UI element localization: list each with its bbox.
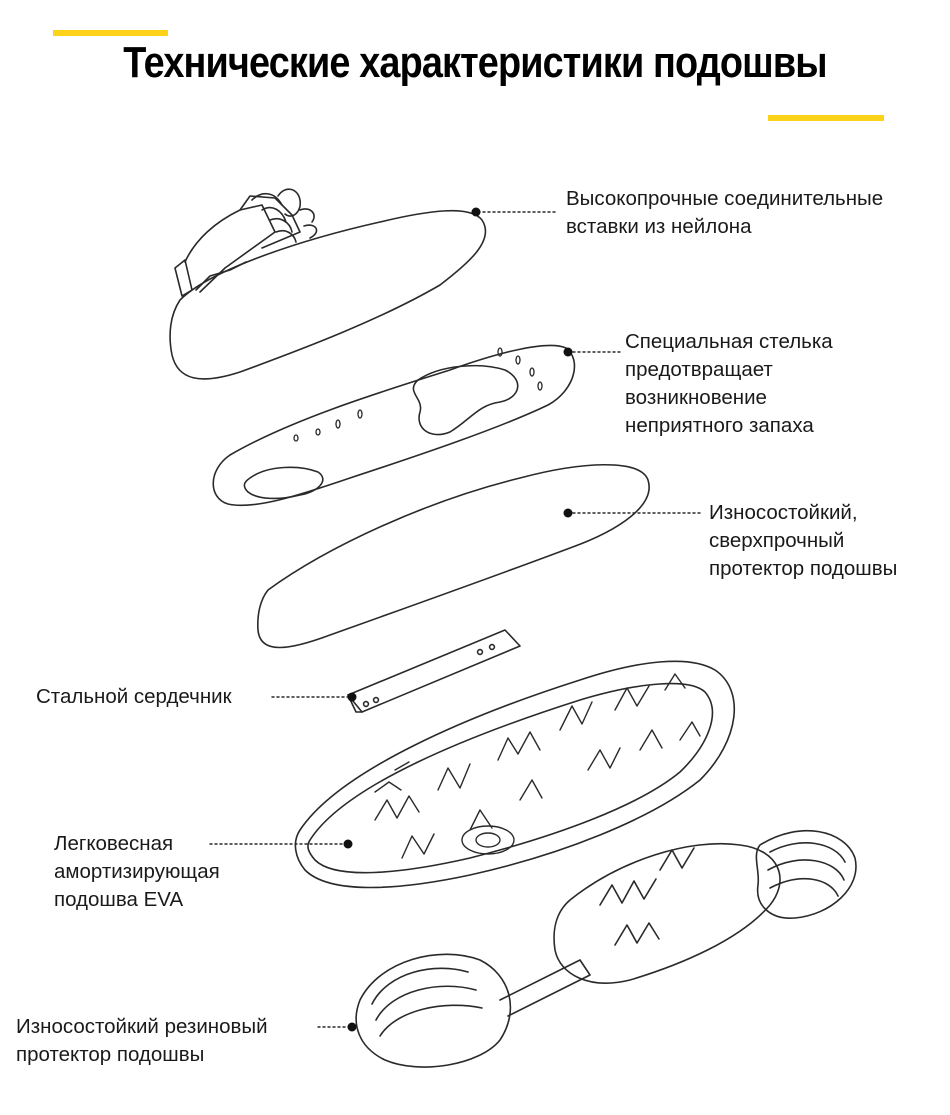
leader-dots	[343, 207, 573, 1032]
steel-shank-layer	[347, 629, 521, 713]
title-accent-left	[53, 30, 168, 36]
callout-eva-sole: Легковесная амортизирующая подошва EVA	[54, 832, 220, 911]
leader-lines	[209, 211, 704, 1028]
rubber-tread-layer	[355, 829, 857, 1068]
callout-insole: Специальная стелька предотвращает возник…	[625, 330, 833, 437]
insole-layer	[212, 344, 576, 507]
callout-steel-shank: Стальной сердечник	[36, 685, 232, 708]
callout-rubber-tread: Износостойкий резиновый протектор подошв…	[16, 1015, 268, 1066]
title-accent-right	[768, 115, 884, 121]
nylon-insert-layer	[169, 188, 487, 380]
callout-nylon-inserts: Высокопрочные соединительные вставки из …	[566, 187, 884, 238]
page-title: Технические характеристики подошвы	[123, 38, 827, 87]
eva-sole-layer	[294, 660, 736, 889]
tread-top-layer	[257, 463, 650, 649]
callout-tread-top: Износостойкий, сверхпрочный протектор по…	[709, 501, 898, 580]
